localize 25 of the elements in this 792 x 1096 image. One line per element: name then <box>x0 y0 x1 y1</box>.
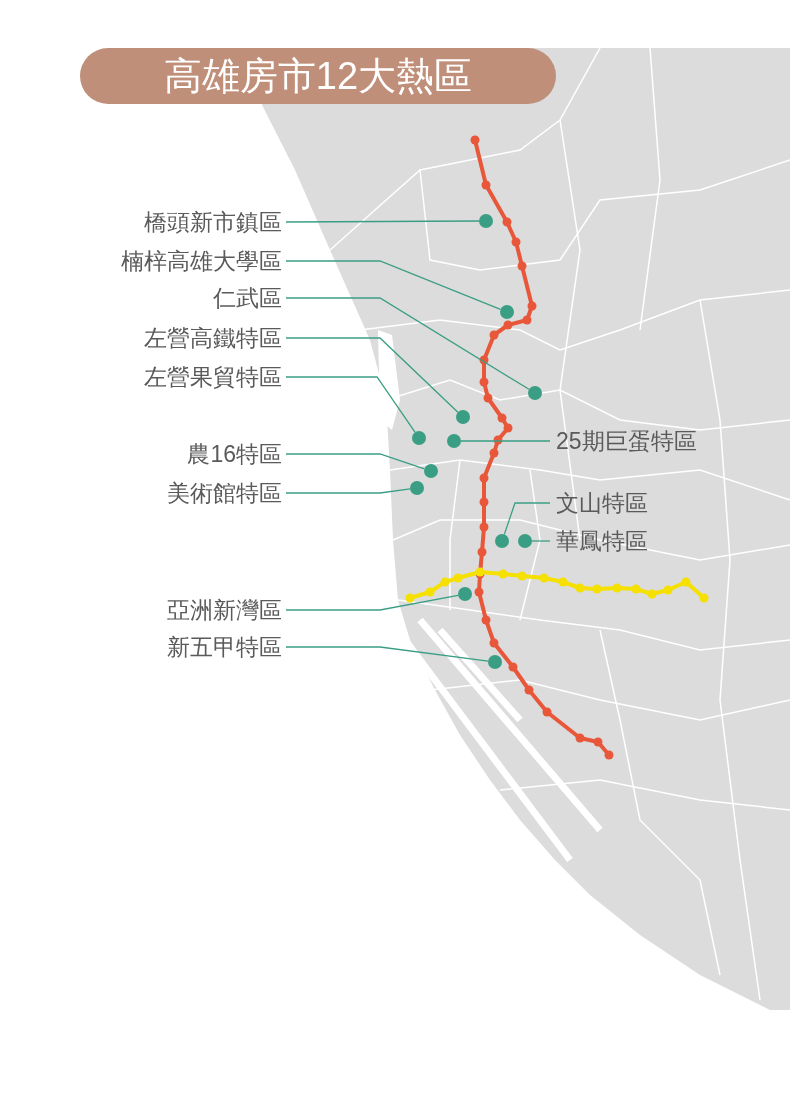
place-label: 左營果貿特區 <box>144 363 282 391</box>
place-label: 仁武區 <box>213 284 282 312</box>
leader-line <box>531 540 551 542</box>
place-label: 新五甲特區 <box>167 633 282 661</box>
place-label: 農16特區 <box>187 440 282 468</box>
place-label: 左營高鐵特區 <box>144 324 282 352</box>
leader-line <box>285 297 530 390</box>
leader-line <box>503 502 551 536</box>
place-label: 25期巨蛋特區 <box>556 427 697 455</box>
place-label: 華鳳特區 <box>556 527 648 555</box>
leader-line <box>285 260 502 311</box>
title-banner: 高雄房市12大熱區 <box>80 48 556 104</box>
place-label: 文山特區 <box>556 489 648 517</box>
leader-line <box>285 594 459 611</box>
place-label: 亞洲新灣區 <box>167 596 282 624</box>
leader-line <box>285 337 459 413</box>
leader-line <box>460 440 551 442</box>
leader-line <box>285 488 411 494</box>
place-label: 美術館特區 <box>167 479 282 507</box>
leader-line <box>285 376 416 433</box>
place-label: 楠梓高雄大學區 <box>121 247 282 275</box>
leader-line <box>285 646 489 662</box>
place-label: 橋頭新市鎮區 <box>144 208 282 236</box>
leader-line <box>285 220 480 223</box>
leader-line <box>285 453 426 470</box>
